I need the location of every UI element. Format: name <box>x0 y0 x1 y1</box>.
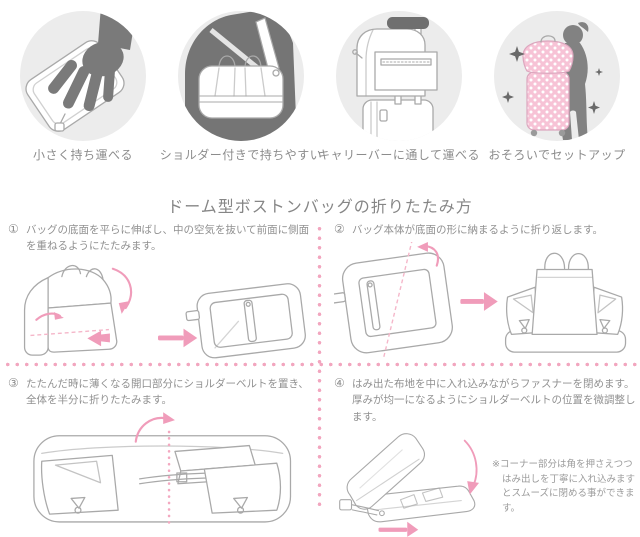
step-3-instruction: たたんだ時に薄くなる開口部分にショルダーベルトを置き、全体を半分に折りたたみます… <box>26 378 309 407</box>
step-2-number: ② <box>334 222 345 236</box>
step-1-text: ① バッグの底面を平らに伸ばし、中の空気を抜いて前面に側面を重ねるようにたたみま… <box>8 222 314 255</box>
shoulder-bag-icon <box>178 11 304 141</box>
feature-compact-carry: 小さく持ち運べる <box>4 10 162 163</box>
step-2-text: ② バッグ本体が底面の形に納まるように折り返します。 <box>334 222 636 238</box>
step-4-instruction: はみ出た布地を中に入れ込みながらファスナーを閉めます。厚みが均一になるようにショ… <box>352 378 636 423</box>
feature-caption: おそろいでセットアップ <box>488 148 626 162</box>
step-3-number: ③ <box>8 376 19 390</box>
features-row: 小さく持ち運べる ショルダー付きで持ちやすい <box>0 10 640 163</box>
step-4-text: ④ はみ出た布地を中に入れ込みながらファスナーを閉めます。厚みが均一になるように… <box>334 376 636 425</box>
step-4-number: ④ <box>334 376 345 390</box>
feature-shoulder-strap: ショルダー付きで持ちやすい <box>159 10 323 163</box>
step-3-text: ③ たたんだ時に薄くなる開口部分にショルダーベルトを置き、全体を半分に折りたたみ… <box>8 376 314 409</box>
corner-tip-note: ※コーナー部分は角を押さえつつはみ出しを丁寧に入れ込みますとスムーズに閉める事が… <box>492 459 636 515</box>
step-1: ① バッグの底面を平らに伸ばし、中の空気を抜いて前面に側面を重ねるようにたたみま… <box>8 222 314 361</box>
page-title: ドーム型ボストンバッグの折りたたみ方 <box>167 199 473 216</box>
feature-caption: ショルダー付きで持ちやすい <box>159 148 323 162</box>
matching-set-icon <box>494 11 620 141</box>
step-2-instruction: バッグ本体が底面の形に納まるように折り返します。 <box>352 224 603 236</box>
horizontal-dotted-divider <box>3 362 637 367</box>
step-4-illustration <box>339 432 480 537</box>
step-2: ② バッグ本体が底面の形に納まるように折り返します。 <box>334 222 636 359</box>
step-2-illustration <box>334 242 627 359</box>
feature-caption: キャリーバーに通して運べる <box>317 148 481 162</box>
step-1-number: ① <box>8 222 19 236</box>
feature-carry-bar: キャリーバーに通して運べる <box>317 10 481 163</box>
step-4: ④ はみ出た布地を中に入れ込みながらファスナーを閉めます。厚みが均一になるように… <box>334 376 636 537</box>
step-3: ③ たたんだ時に薄くなる開口部分にショルダーベルトを置き、全体を半分に折りたたみ… <box>8 376 314 532</box>
feature-caption: 小さく持ち運べる <box>32 148 133 162</box>
feature-matching-set: おそろいでセットアップ <box>478 10 636 163</box>
step-3-illustration <box>33 411 292 529</box>
carry-bar-icon <box>336 11 462 141</box>
step-1-illustration <box>23 264 306 358</box>
hand-carry-icon <box>20 11 146 141</box>
step-1-instruction: バッグの底面を平らに伸ばし、中の空気を抜いて前面に側面を重ねるようにたたみます。 <box>26 224 310 253</box>
